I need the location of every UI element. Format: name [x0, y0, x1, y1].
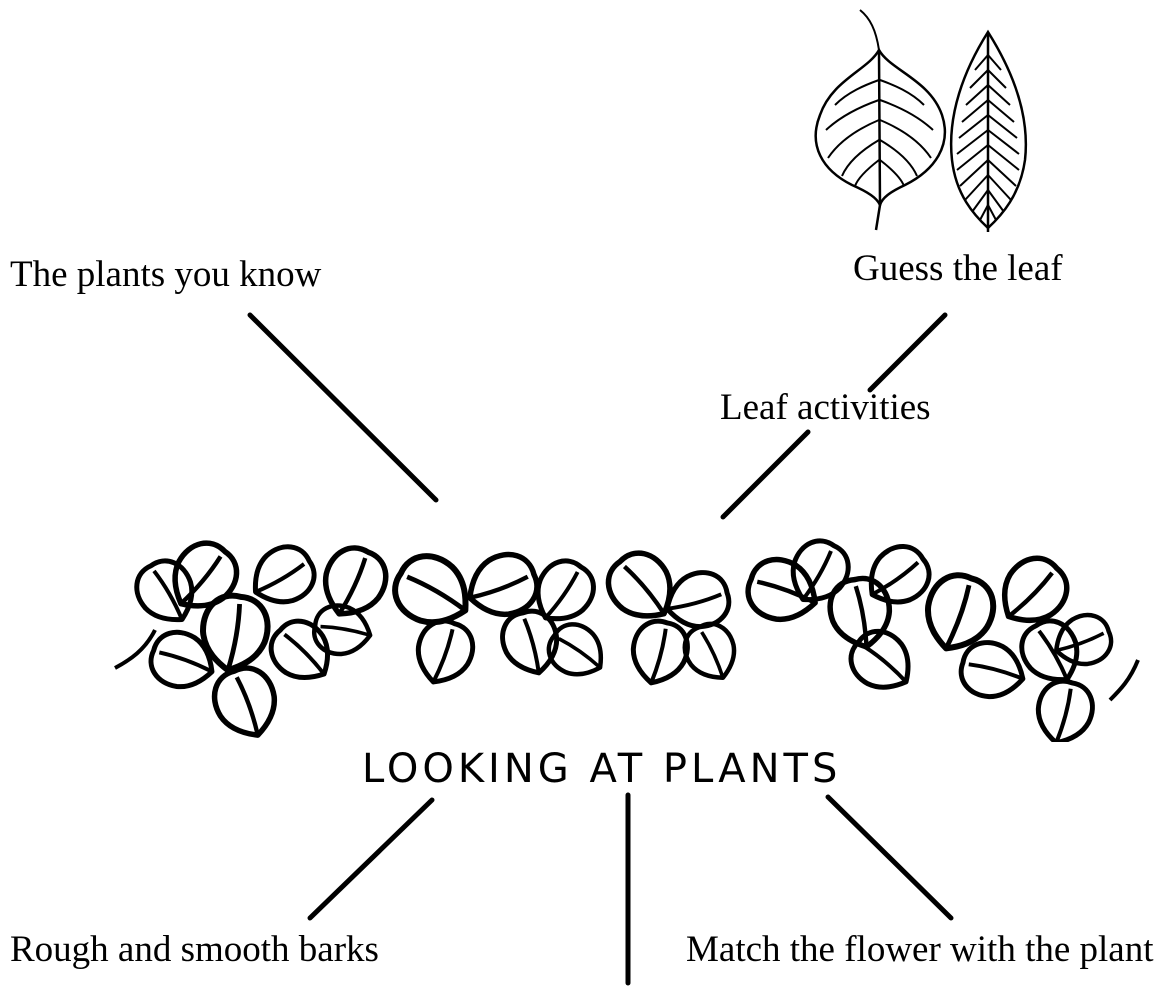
branch-leaf-activities: Leaf activities: [720, 389, 931, 426]
branch-guess-the-leaf: Guess the leaf: [853, 250, 1063, 287]
branch-match-flower: Match the flower with the plant: [686, 931, 1154, 968]
branch-rough-smooth-barks: Rough and smooth barks: [10, 931, 379, 968]
central-topic-title: LOOKING AT PLANTS: [362, 749, 841, 789]
stem-curl-right: [1110, 660, 1138, 700]
leaf-cluster: [128, 532, 1117, 750]
branch-plants-you-know: The plants you know: [10, 256, 321, 293]
